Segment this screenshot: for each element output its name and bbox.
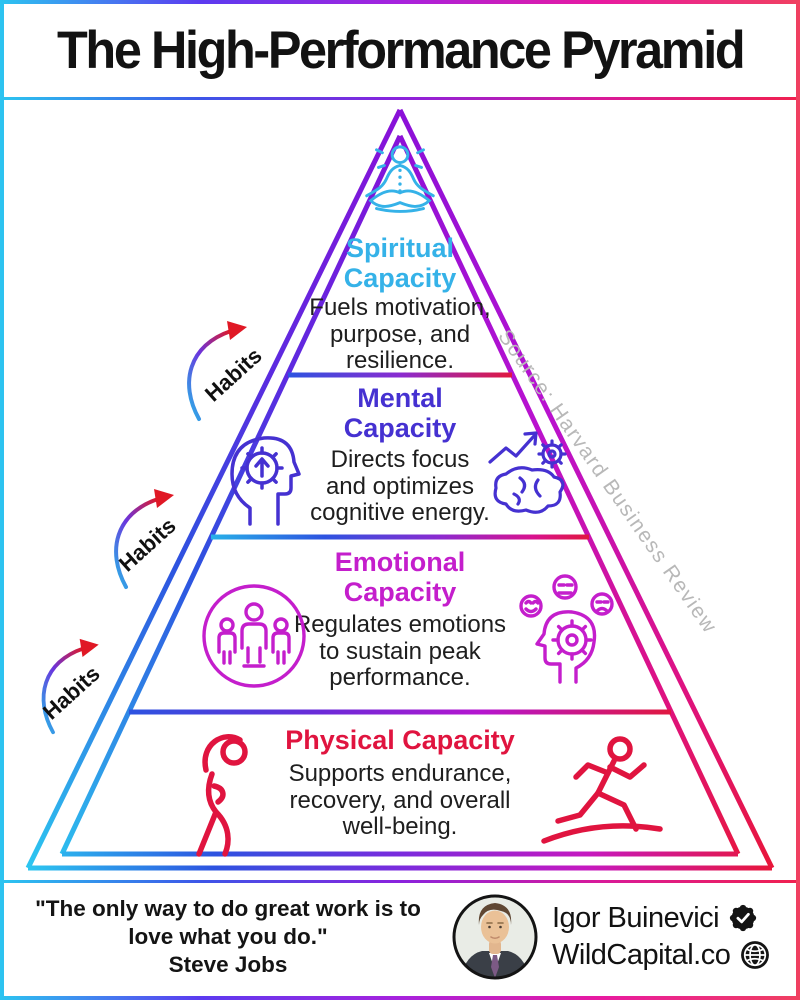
people-group-icon [202,584,306,688]
meditation-icon [365,145,435,213]
level-heading-emotional: Emotional Capacity [334,547,466,607]
credit-row-site: WildCapital.co [552,939,770,972]
level-heading-physical: Physical Capacity [285,725,515,755]
level-heading-mental: Mental Capacity [343,383,457,443]
infographic: The High-Performance Pyramid [4,4,796,996]
level-description-physical: Supports endurance, recovery, and overal… [288,760,512,840]
avatar [452,894,538,980]
level-heading-spiritual: Spiritual Capacity [343,233,457,293]
level-description-emotional: Regulates emotions to sustain peak perfo… [293,611,507,691]
pyramid-area: Spiritual Capacity Fuels motivation, pur… [4,100,796,880]
quote-author: Steve Jobs [168,951,288,977]
level-description-spiritual: Fuels motivation, purpose, and resilienc… [309,294,491,374]
level-description-mental: Directs focus and optimizes cognitive en… [310,446,490,526]
avatar-portrait [452,894,538,979]
footer-bar: "The only way to do great work is to lov… [4,880,796,990]
title-bar: The High-Performance Pyramid [4,4,796,100]
quote-text: "The only way to do great work is to lov… [35,895,421,949]
habit-arrow-icon [187,321,247,421]
credit-row-author: Igor Buinevici [552,902,770,935]
habit-arrow-icon [114,489,174,589]
site-name: WildCapital.co [552,938,731,971]
pyramid-outline [25,108,775,871]
globe-icon [741,941,770,969]
running-person-icon [541,736,663,844]
head-gear-arrow-icon [230,436,301,526]
verified-badge-icon [729,904,757,932]
stretching-person-icon [196,734,248,857]
quote-block: "The only way to do great work is to lov… [14,895,442,979]
page-title: The High-Performance Pyramid [56,21,746,80]
brain-growth-icon [488,431,567,514]
credit-block: Igor Buinevici WildCapital.co [552,902,770,972]
head-emotions-icon [519,574,614,684]
author-name: Igor Buinevici [552,901,720,934]
habit-arrow-icon [41,638,99,735]
